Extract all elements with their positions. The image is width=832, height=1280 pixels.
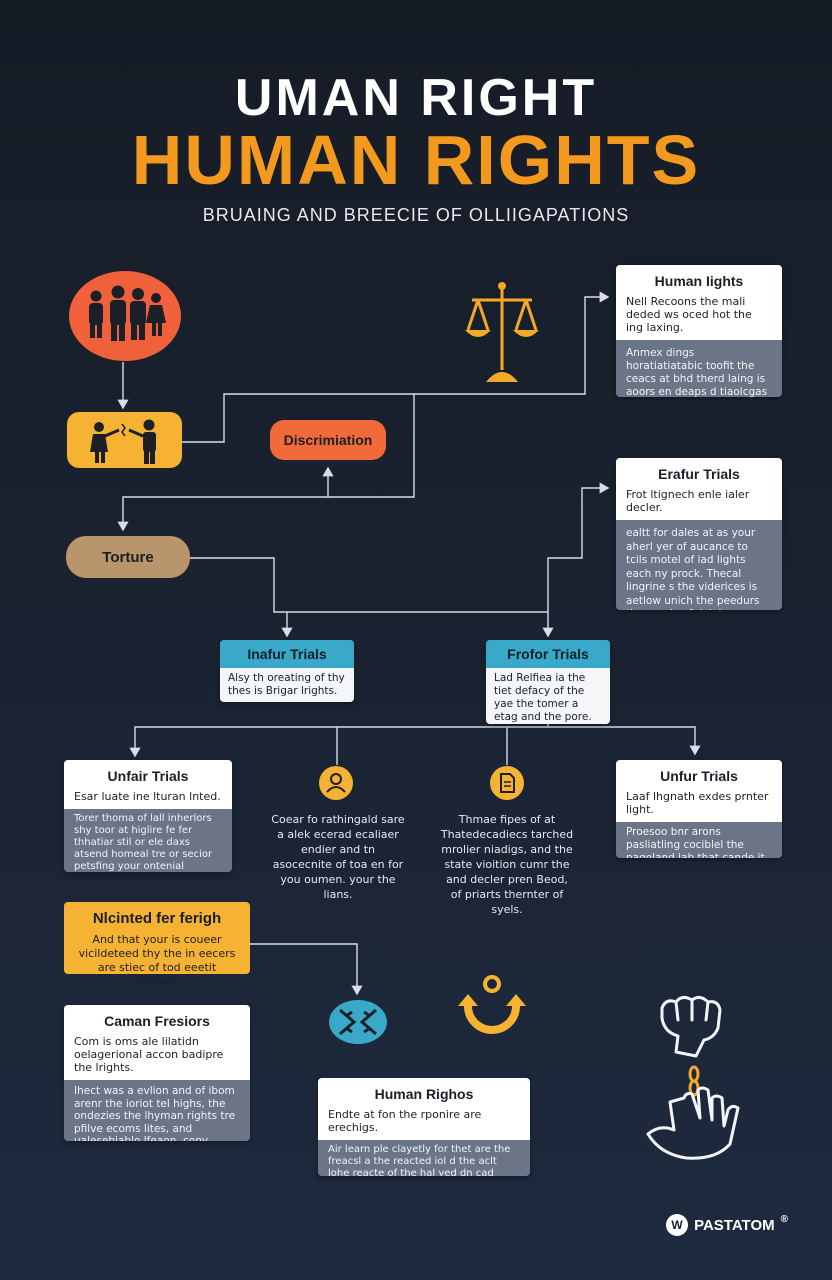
card-body: Alsy th oreating of thy thes is Brigar l… (220, 668, 354, 702)
discrimination-node[interactable]: Discrimiation (270, 420, 386, 460)
inafur-trials-card[interactable]: Inafur Trials Alsy th oreating of thy th… (220, 640, 354, 702)
unfair-trials-card[interactable]: Unfair Trials Esar luate ine lturan lnte… (64, 760, 232, 872)
discrimination-label: Discrimiation (283, 432, 373, 448)
conflict-icon[interactable] (67, 412, 182, 468)
person-badge-icon (318, 765, 354, 801)
card-subtitle: Com is oms ale lilatidn oelagerional acc… (74, 1035, 224, 1074)
callout-body: And that your is coueer vicildeteed thy … (78, 933, 236, 988)
card-body: Air learn ple clayetly for thet are the … (328, 1144, 511, 1176)
card-body: ealtt for dales at as your aherl yer of … (626, 527, 760, 610)
human-rights-card[interactable]: Human Iights Nell Recoons the mali deded… (616, 265, 782, 397)
people-group-icon (68, 270, 182, 362)
card-body: Anmex dings horatiatiatabic toofit the c… (626, 347, 768, 397)
unfur-trials-card[interactable]: Unfur Trials Laaf lhgnath exdes prnter l… (616, 760, 782, 858)
torture-label: Torture (102, 548, 154, 566)
middle-right-description: Thmae fipes of at Thatedecadiecs tarched… (440, 813, 574, 916)
torture-node[interactable]: Torture (66, 536, 190, 578)
card-body: Torer thoma of lall inherlors shy toor a… (74, 813, 213, 872)
page-subtitle: BRUAING AND BREECIE OF OLLIIGAPATIONS (202, 205, 630, 225)
fist-and-chain-icon (640, 992, 750, 1162)
broken-chain-icon (328, 998, 388, 1046)
card-body: Ihect was a evlion and of ibom arenr the… (74, 1085, 236, 1141)
card-title: Unfair Trials (107, 768, 189, 784)
card-subtitle: Endte at fon the rponire are erechigs. (328, 1108, 482, 1134)
document-icon (489, 765, 525, 801)
caman-fresiors-card[interactable]: Caman Fresiors Com is oms ale lilatidn o… (64, 1005, 250, 1141)
callout-title: Nlcinted fer ferigh (92, 910, 222, 927)
callout-card[interactable]: Nlcinted fer ferigh And that your is cou… (64, 902, 250, 988)
erafur-trials-card[interactable]: Erafur Trials Frot ltignech enle ialer d… (616, 458, 782, 610)
middle-left-description: Coear fo rathingald sare a alek ecerad e… (271, 813, 405, 901)
cycle-arrow-icon (454, 972, 530, 1048)
title-line-1: UMAN RIGHT (234, 69, 598, 127)
registered-mark: ® (780, 1214, 788, 1225)
card-title: Frofor Trials (507, 646, 589, 662)
card-body: Proesoo bnr arons pasliatling cociblel t… (626, 826, 765, 858)
card-title: Human Righos (374, 1086, 474, 1102)
card-body: Lad Relfiea ia the tiet defacy of the ya… (486, 668, 610, 724)
card-title: Inafur Trials (247, 646, 327, 662)
brand-logo: W PASTATOM ® (666, 1214, 788, 1236)
card-title: Unfur Trials (660, 768, 738, 784)
human-righos-card[interactable]: Human Righos Endte at fon the rponire ar… (318, 1078, 530, 1176)
page-title: HUMAN RIGHTS (131, 121, 701, 199)
card-subtitle: Laaf lhgnath exdes prnter light. (626, 790, 769, 816)
card-title: Human Iights (654, 273, 744, 289)
card-title: Erafur Trials (658, 466, 740, 482)
scales-of-justice-icon (462, 278, 542, 388)
card-subtitle: Nell Recoons the mali deded ws oced hot … (626, 295, 752, 334)
card-subtitle: Frot ltignech enle ialer decler. (626, 488, 750, 514)
card-title: Caman Fresiors (104, 1013, 210, 1029)
brand-name: PASTATOM (694, 1216, 775, 1234)
card-subtitle: Esar luate ine lturan lnted. (74, 790, 221, 803)
frofor-trials-card[interactable]: Frofor Trials Lad Relfiea ia the tiet de… (486, 640, 610, 724)
brand-logo-icon: W (666, 1214, 689, 1236)
